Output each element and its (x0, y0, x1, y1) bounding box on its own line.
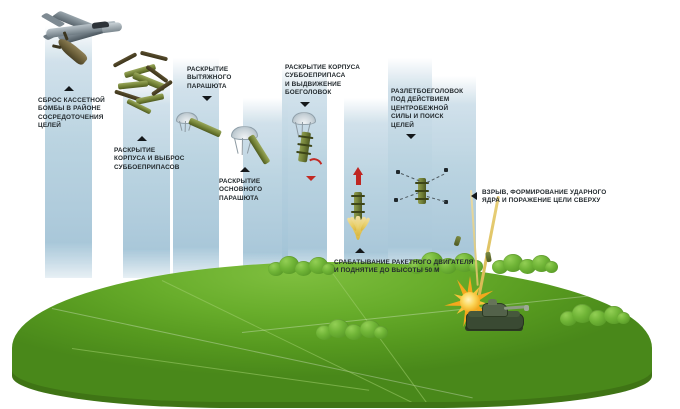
altitude-column-7 (388, 58, 432, 278)
drogue-parachute-icon (176, 112, 198, 133)
step-7-marker (406, 134, 416, 139)
target-marker (396, 170, 400, 174)
warhead-rocket-boost (351, 192, 365, 220)
step-1-label: СБРОС КАССЕТНОЙ БОМБЫ В РАЙОНЕ СОСРЕДОТО… (38, 97, 105, 130)
step-8-marker (471, 192, 477, 200)
step-3-label: РАСКРЫТИЕ ВЫТЯЖНОГО ПАРАШЮТА (187, 66, 232, 90)
step-6-label: СРАБАТЫВАНИЕ РАКЕТНОГО ДВИГАТЕЛЯ И ПОДНЯ… (334, 259, 474, 275)
step-4-marker (240, 167, 250, 172)
warhead-dispersal-group (394, 166, 452, 214)
step-4-label: РАСКРЫТИЕ ОСНОВНОГО ПАРАШЮТА (219, 178, 263, 202)
terrain (0, 232, 680, 409)
target-tank (462, 299, 529, 333)
step-1-marker (64, 86, 74, 91)
bush-cluster-left (268, 254, 335, 278)
step-7-label: РАЗЛЕТБОЕГОЛОВОК ПОД ДЕЙСТВИЕМ ЦЕНТРОБЕЖ… (391, 88, 464, 129)
bush-cluster-far-right (560, 302, 630, 327)
ascend-arrow-icon (353, 167, 364, 187)
explosion-burst (441, 275, 499, 329)
target-marker (444, 200, 448, 204)
target-marker (444, 168, 448, 172)
altitude-column-6 (344, 98, 388, 278)
step-2-label: РАСКРЫТИЕ КОРПУСА И ВЫБРОС СУББОЕПРИПАСО… (114, 147, 185, 171)
step-2-marker (137, 136, 147, 141)
step-5-label: РАСКРЫТИЕ КОРПУСА СУББОЕПРИПАСА И ВЫДВИЖ… (285, 64, 361, 97)
altitude-column-1 (45, 26, 92, 278)
deployment-arrow-head (306, 176, 316, 181)
step-6-marker (355, 248, 365, 253)
rocket-motor-flame (346, 216, 372, 242)
step-3-marker (202, 96, 212, 101)
fighter-jet-icon (36, 9, 123, 49)
altitude-column-5 (282, 66, 327, 278)
altitude-column-3 (173, 58, 219, 278)
step-8-label: ВЗРЫВ, ФОРМИРОВАНИЕ УДАРНОГО ЯДРА И ПОРА… (482, 189, 607, 205)
bush-cluster-mid (316, 316, 388, 342)
bush-cluster-right (492, 252, 558, 276)
parachute-over-warhead-icon (292, 112, 316, 140)
step-5-marker (300, 102, 310, 107)
target-marker (394, 198, 398, 202)
